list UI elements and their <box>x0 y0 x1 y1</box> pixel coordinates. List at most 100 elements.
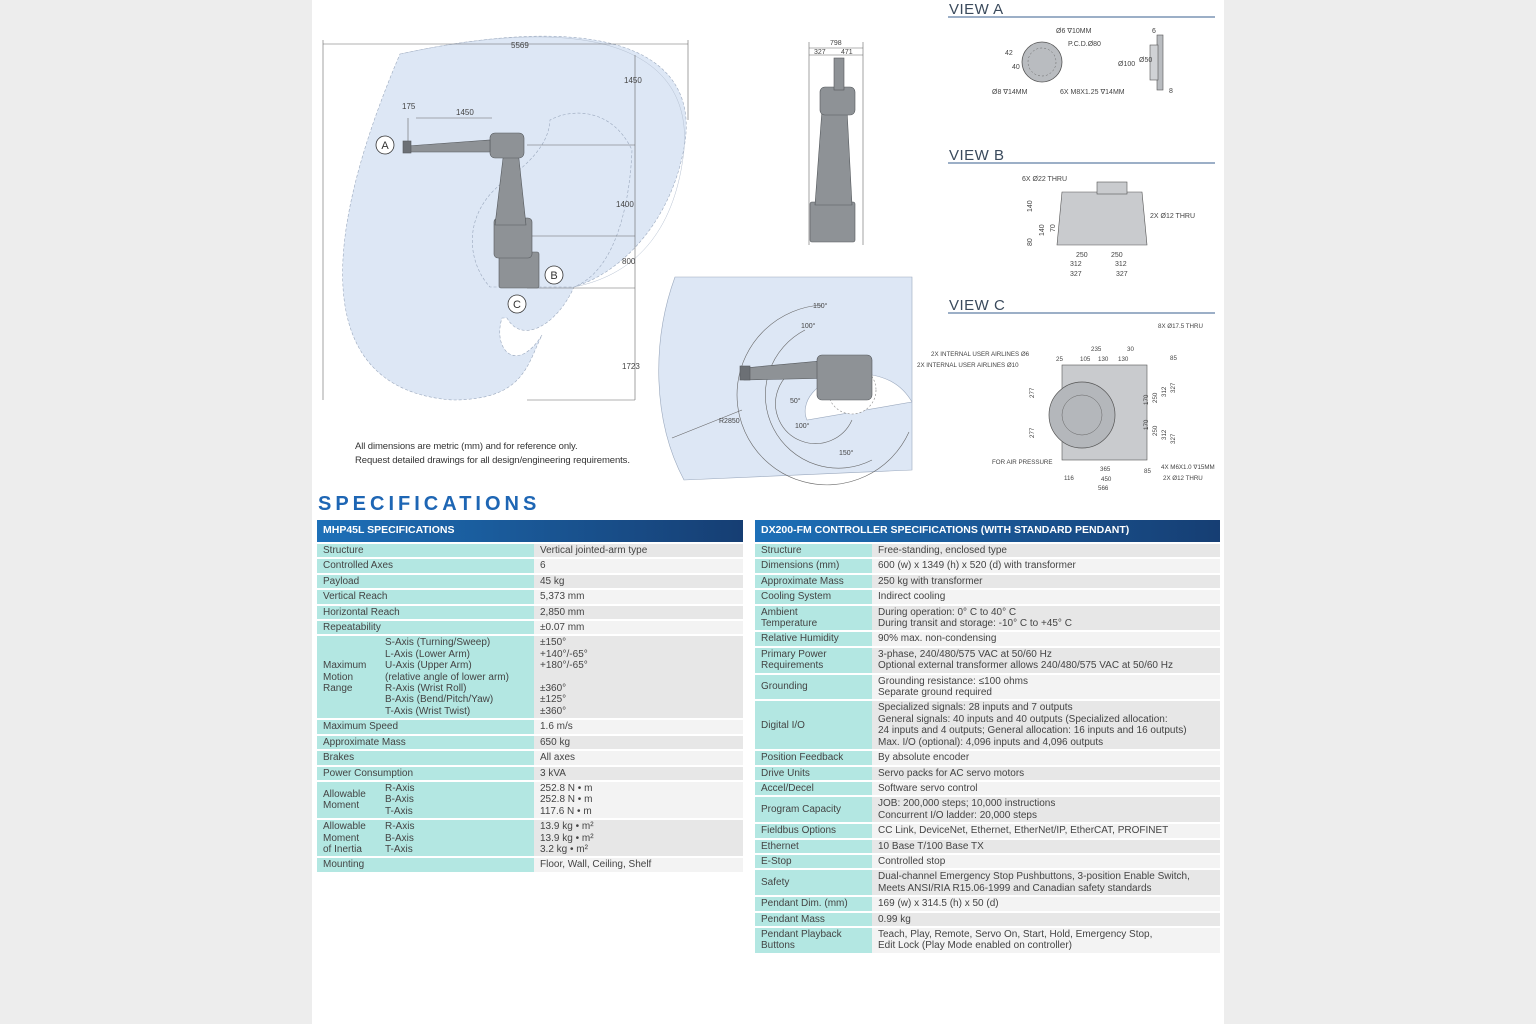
spec-label: Ambient Temperature <box>755 605 872 631</box>
angle-label: 100° <box>795 422 810 430</box>
dim-label: 1400 <box>616 200 634 209</box>
view-b-label: 250 <box>1111 252 1123 259</box>
spec-value: Floor, Wall, Ceiling, Shelf <box>534 858 743 872</box>
view-c-label: 130 <box>1118 356 1129 363</box>
spec-label: Ethernet <box>755 839 872 853</box>
controller-spec-header: DX200-FM CONTROLLER SPECIFICATIONS (WITH… <box>755 520 1220 542</box>
view-a-label: 40 <box>1012 64 1020 71</box>
spec-value: 90% max. non-condensing <box>872 632 1220 646</box>
spec-label: Allowable Moment <box>317 781 379 819</box>
spec-label: Pendant Playback Buttons <box>755 927 872 953</box>
robot-front-illustration <box>809 57 856 243</box>
view-a-label: 6 <box>1152 28 1156 35</box>
dim-label: 5569 <box>511 41 529 50</box>
view-b-title: VIEW B <box>949 147 1005 164</box>
spec-sub-label: S-Axis (Turning/Sweep) L-Axis (Lower Arm… <box>379 636 534 719</box>
spec-value: 0.99 kg <box>872 912 1220 926</box>
technical-drawings: 5569 1450 175 1450 1400 800 1723 A B C <box>322 1 1215 492</box>
dim-label: 471 <box>841 49 853 56</box>
spec-value: Vertical jointed-arm type <box>534 544 743 558</box>
view-b-label: 6X Ø22 THRU <box>1022 176 1067 183</box>
spec-label: Structure <box>317 544 534 558</box>
spec-value: Servo packs for AC servo motors <box>872 766 1220 780</box>
spec-label: Program Capacity <box>755 797 872 823</box>
spec-label: Dimensions (mm) <box>755 559 872 573</box>
spec-label: Vertical Reach <box>317 590 534 604</box>
spec-label: Fieldbus Options <box>755 824 872 838</box>
view-b-label: 327 <box>1070 271 1082 278</box>
spec-label: Position Feedback <box>755 751 872 765</box>
spec-value: 600 (w) x 1349 (h) x 520 (d) with transf… <box>872 559 1220 573</box>
view-c-label: 250 <box>1152 425 1159 436</box>
spec-value: 1.6 m/s <box>534 720 743 734</box>
view-c-label: 312 <box>1161 429 1168 440</box>
spec-value: Teach, Play, Remote, Servo On, Start, Ho… <box>872 927 1220 953</box>
view-c-label: 170 <box>1143 394 1150 405</box>
view-c-label: 2X INTERNAL USER AIRLINES Ø6 <box>931 351 1030 358</box>
view-c-label: FOR AIR PRESSURE <box>992 459 1053 466</box>
spec-value: 250 kg with transformer <box>872 574 1220 589</box>
spec-row: Dimensions (mm)600 (w) x 1349 (h) x 520 … <box>755 559 1220 573</box>
view-b-label: 312 <box>1115 261 1127 268</box>
dim-label: 327 <box>814 49 826 56</box>
view-c-label: 312 <box>1161 386 1168 397</box>
spec-label: Maximum Motion Range <box>317 636 379 719</box>
controller-spec-table: DX200-FM CONTROLLER SPECIFICATIONS (WITH… <box>755 518 1220 955</box>
dim-label: 175 <box>402 102 416 111</box>
spec-value: JOB: 200,000 steps; 10,000 instructions … <box>872 797 1220 823</box>
view-c-label: 277 <box>1029 387 1036 398</box>
spec-value: Specialized signals: 28 inputs and 7 out… <box>872 701 1220 750</box>
spec-sheet-page: 5569 1450 175 1450 1400 800 1723 A B C <box>312 0 1224 1024</box>
view-c-label: 116 <box>1064 475 1074 482</box>
view-b-label: 2X Ø12 THRU <box>1150 213 1195 220</box>
spec-value: By absolute encoder <box>872 751 1220 765</box>
view-a-label: P.C.D.Ø80 <box>1068 41 1101 48</box>
view-c-label: 105 <box>1080 356 1091 363</box>
view-c-label: 450 <box>1101 476 1112 483</box>
view-b-label: 70 <box>1050 224 1057 232</box>
spec-label: Approximate Mass <box>755 574 872 589</box>
spec-label: Relative Humidity <box>755 632 872 646</box>
angle-label: 150° <box>839 449 854 457</box>
spec-row: Repeatability±0.07 mm <box>317 621 743 635</box>
view-c-label: 25 <box>1056 356 1063 363</box>
view-a-label: Ø6 ∇10MM <box>1056 27 1092 35</box>
spec-label: Payload <box>317 574 534 589</box>
spec-label: Repeatability <box>317 621 534 635</box>
spec-label: Approximate Mass <box>317 735 534 750</box>
view-c-label: 365 <box>1100 466 1111 473</box>
spec-value: 3-phase, 240/480/575 VAC at 50/60 Hz Opt… <box>872 647 1220 673</box>
view-c-label: 327 <box>1170 433 1177 444</box>
spec-label: Allowable Moment of Inertia <box>317 820 379 857</box>
view-b-label: 80 <box>1027 238 1034 246</box>
spec-label: Cooling System <box>755 590 872 604</box>
dim-label: 1450 <box>456 108 474 117</box>
view-b-label: 312 <box>1070 261 1082 268</box>
view-c-title: VIEW C <box>949 297 1005 314</box>
view-c-label: 327 <box>1170 382 1177 393</box>
view-c-label: 250 <box>1152 392 1159 403</box>
view-c-label: 235 <box>1091 346 1102 353</box>
